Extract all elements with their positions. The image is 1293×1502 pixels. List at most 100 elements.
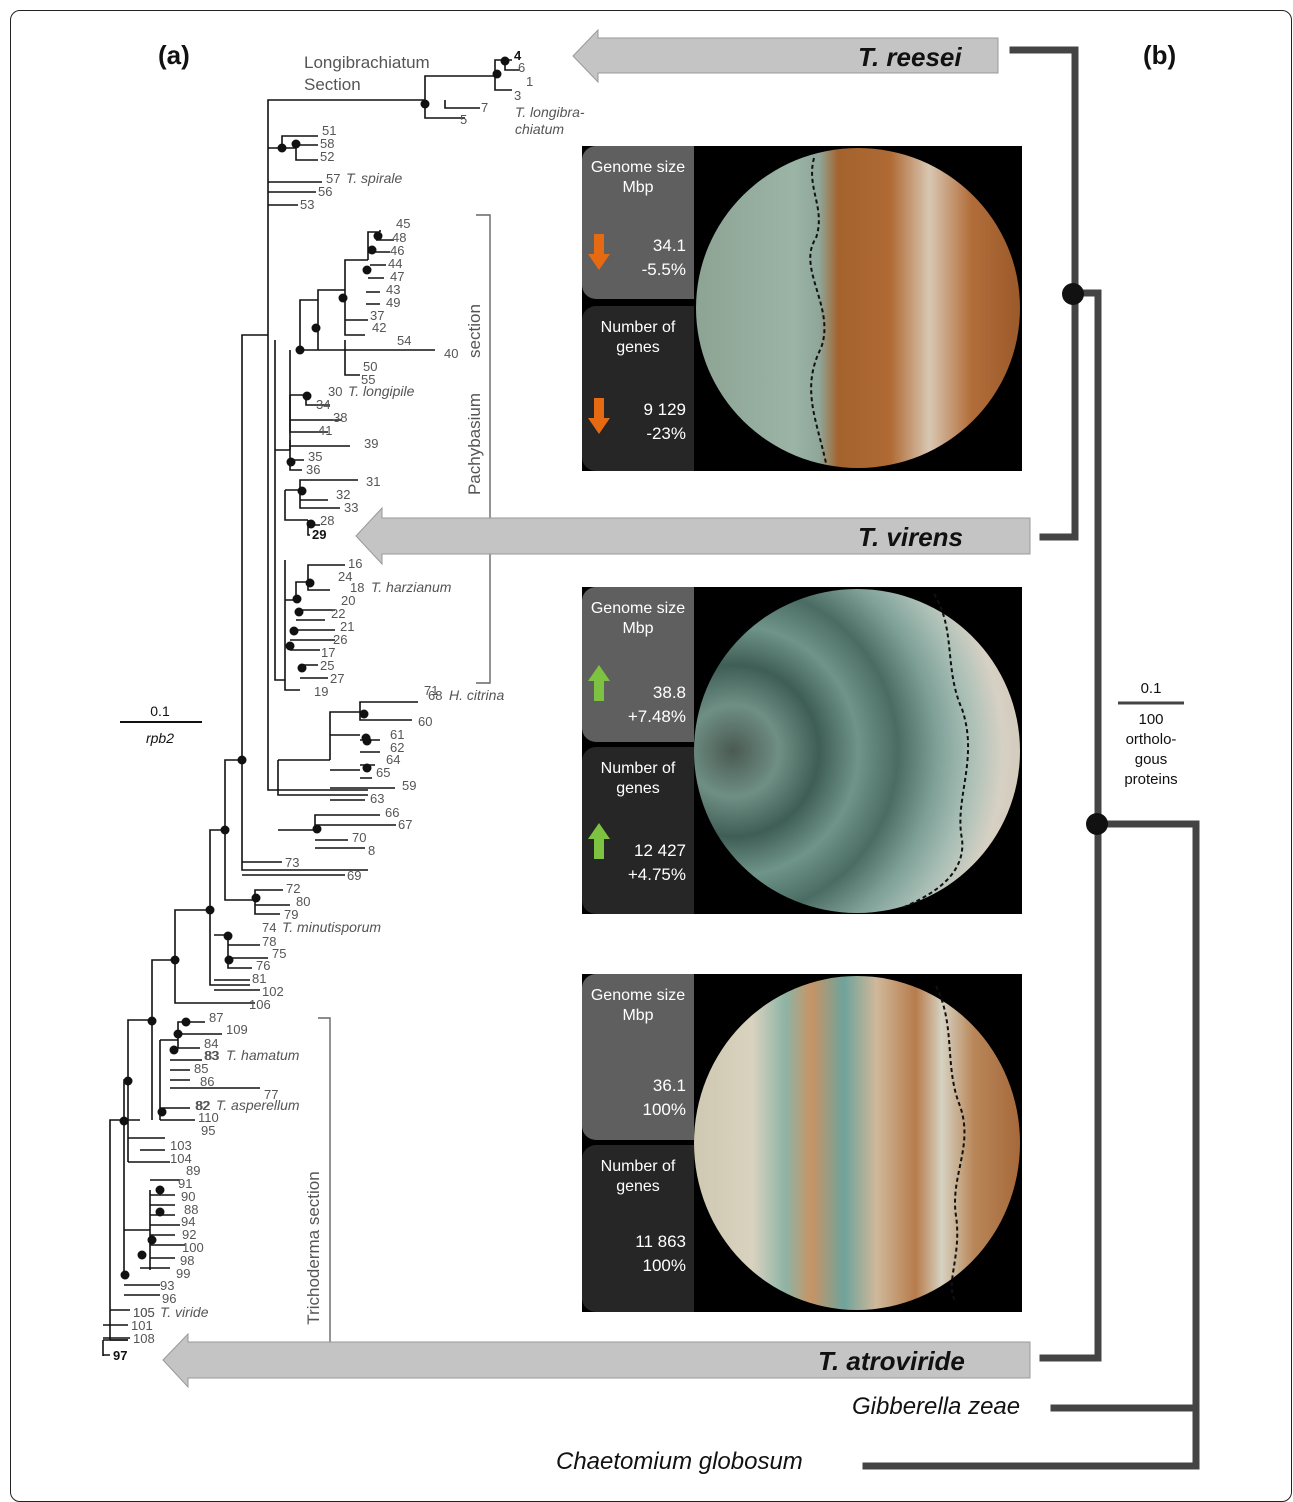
t-virens-label: T. virens — [858, 522, 963, 553]
tip-label: 56 — [318, 184, 332, 199]
tree-branch — [268, 136, 318, 160]
tip-label: 68 — [428, 688, 442, 703]
support-node — [362, 734, 371, 743]
tip-label: 3 — [514, 88, 521, 103]
tree-branch — [175, 910, 255, 1003]
tip-label: 54 — [397, 333, 411, 348]
t-virens-boundary — [694, 589, 1020, 913]
support-node — [148, 1017, 157, 1026]
tree-branch — [268, 100, 425, 790]
pachybasium-section-label-2: Pachybasium — [464, 369, 486, 519]
tip-label: 86 — [200, 1074, 214, 1089]
support-node — [313, 825, 322, 834]
t-virens-card: Genome sizeMbp 38.8+7.48% Number ofgenes… — [582, 587, 1022, 914]
scale-b-caption: 100 ortholo- gous proteins — [1106, 710, 1196, 790]
tip-label: 49 — [386, 295, 400, 310]
support-node — [225, 956, 234, 965]
tip-label: T. minutisporum — [282, 919, 381, 935]
tip-label: 42 — [372, 320, 386, 335]
chaetomium-globosum-label: Chaetomium globosum — [556, 1448, 803, 1476]
tip-label: 69 — [347, 868, 361, 883]
tip-label: T. viride — [160, 1304, 209, 1320]
tip-label: 7 — [481, 100, 488, 115]
tree-branch — [103, 1340, 110, 1356]
support-node — [360, 710, 369, 719]
tree-branch — [278, 815, 396, 848]
tip-label: 34 — [316, 397, 330, 412]
tip-label: 27 — [330, 671, 344, 686]
support-node — [278, 144, 287, 153]
support-node — [286, 642, 295, 651]
tip-label: 39 — [364, 436, 378, 451]
support-node — [368, 246, 377, 255]
tree-branch — [124, 1180, 185, 1270]
support-node — [493, 70, 502, 79]
tip-label: 28 — [320, 513, 334, 528]
tip-label: 8 — [368, 843, 375, 858]
tip-label: H. citrina — [449, 687, 504, 703]
tip-label: 60 — [418, 714, 432, 729]
support-node — [120, 1117, 129, 1126]
tree-branch — [240, 890, 290, 914]
t-reesei-label: T. reesei — [858, 42, 962, 73]
taxon-t-longibrachiatum: T. longibra- chiatum — [515, 104, 585, 138]
tip-label: 41 — [318, 423, 332, 438]
support-node — [171, 956, 180, 965]
support-node — [339, 294, 348, 303]
support-node — [306, 579, 315, 588]
scale-b-value: 0.1 — [1121, 680, 1181, 697]
tree-branch — [124, 1080, 140, 1275]
tip-label: 74 — [262, 920, 276, 935]
tree-branch — [128, 1020, 152, 1162]
support-node — [421, 100, 430, 109]
tip-label: 82 — [195, 1098, 209, 1113]
tree-branch — [345, 340, 360, 375]
tip-label: T. asperellum — [216, 1097, 300, 1113]
support-node — [156, 1186, 165, 1195]
support-node — [363, 764, 372, 773]
tip-label: 53 — [300, 197, 314, 212]
t-atroviride-label: T. atroviride — [818, 1346, 965, 1377]
support-node — [374, 232, 383, 241]
tip-label: 31 — [366, 474, 380, 489]
tip-label: 109 — [226, 1022, 248, 1037]
support-node — [298, 664, 307, 673]
tip-label: T. spirale — [346, 170, 403, 186]
support-node — [138, 1251, 147, 1260]
tip-label: 36 — [306, 462, 320, 477]
species-node-1 — [1062, 283, 1084, 305]
t-reesei-card: Genome sizeMbp 34.1-5.5% Number ofgenes … — [582, 146, 1022, 471]
scale-a-label: rpb2 — [130, 730, 190, 746]
tip-label: 45 — [396, 216, 410, 231]
tip-label: 6 — [518, 60, 525, 75]
gibberella-zeae-label: Gibberella zeae — [852, 1393, 1020, 1421]
trichoderma-section-label: Trichoderma section — [303, 1148, 325, 1348]
support-node — [298, 487, 307, 496]
support-node — [182, 1018, 191, 1027]
tip-label: 29 — [312, 527, 326, 542]
tip-label: T. harzianum — [371, 579, 452, 595]
tip-label: 59 — [402, 778, 416, 793]
support-node — [303, 392, 312, 401]
genome-size-down-arrow-icon — [588, 234, 610, 270]
tree-branch — [103, 1325, 130, 1340]
tip-label: 83 — [205, 1048, 219, 1063]
gene-count-down-arrow-icon — [588, 398, 610, 434]
tip-label: 5 — [460, 112, 467, 127]
tip-label: 97 — [113, 1348, 127, 1363]
support-node — [148, 1236, 157, 1245]
tip-label: T. longipile — [348, 383, 415, 399]
tree-support-nodes — [120, 57, 510, 1280]
genome-size-up-arrow-icon — [588, 665, 610, 701]
support-node — [121, 1271, 130, 1280]
support-node — [124, 1077, 133, 1086]
support-node — [295, 608, 304, 617]
tip-label: 105 — [133, 1305, 155, 1320]
support-node — [156, 1208, 165, 1217]
tree-branch — [128, 1138, 170, 1162]
